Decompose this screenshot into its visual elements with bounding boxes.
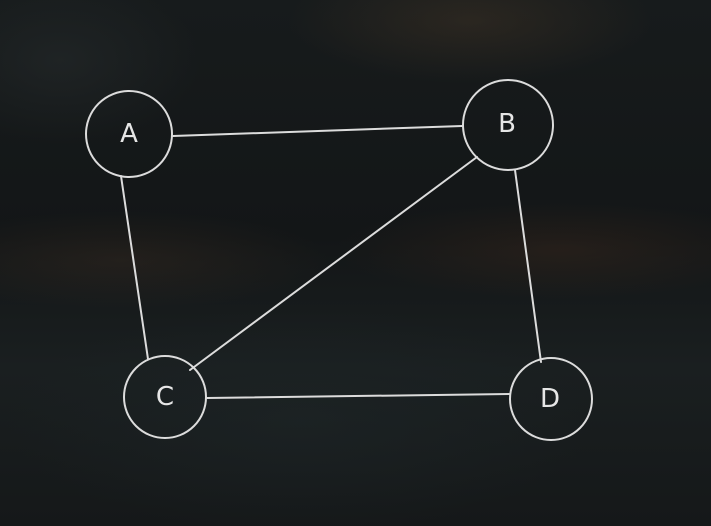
edges-layer — [120, 125, 542, 399]
edge-b-c — [189, 156, 478, 371]
edge-b-d — [514, 169, 542, 363]
node-c: C — [123, 355, 207, 439]
edge-c-d — [206, 393, 510, 399]
node-a-circle — [85, 90, 173, 178]
node-d-circle — [509, 357, 593, 441]
node-b-circle — [462, 79, 554, 171]
edge-a-b — [172, 125, 463, 137]
node-d-label: D — [540, 384, 560, 414]
node-a-label: A — [120, 119, 138, 149]
node-d: D — [509, 357, 593, 441]
node-b: B — [462, 79, 554, 171]
node-b-label: B — [498, 109, 516, 139]
edge-a-c — [120, 175, 149, 360]
node-c-circle — [123, 355, 207, 439]
node-c-label: C — [156, 382, 174, 412]
node-a: A — [85, 90, 173, 178]
